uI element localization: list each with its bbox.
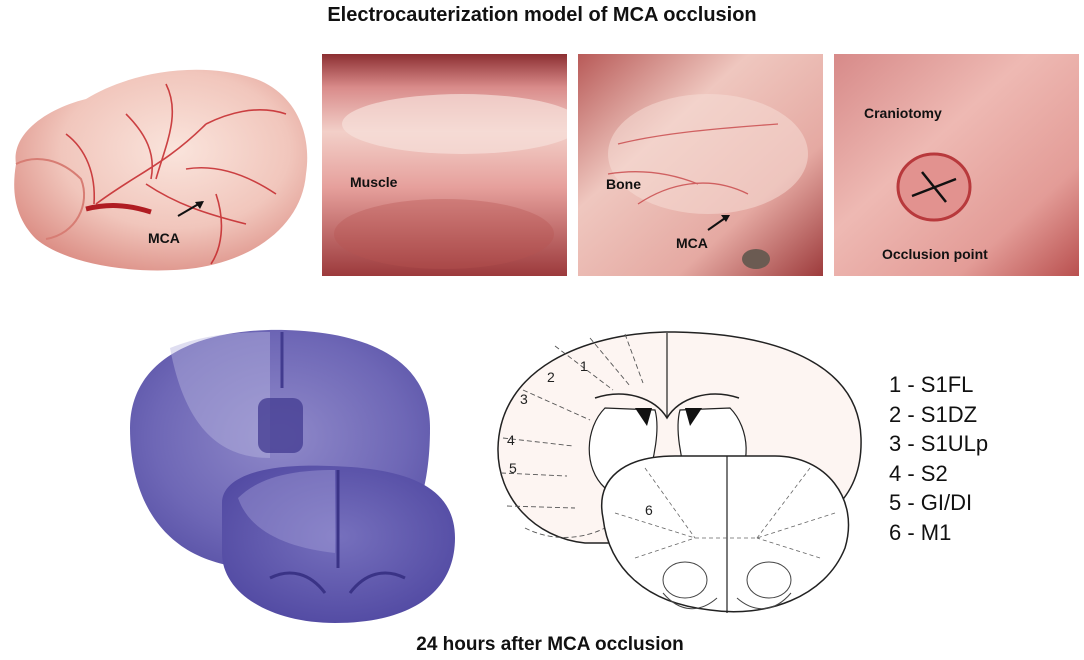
figure-title: Electrocauterization model of MCA occlus… bbox=[327, 4, 757, 26]
atlas-region-4: 4 bbox=[507, 432, 515, 448]
bone-photo: Bone MCA bbox=[578, 54, 823, 276]
bone-label: Bone bbox=[606, 176, 641, 192]
bone-mca-label: MCA bbox=[676, 235, 708, 251]
brain-mca-label: MCA bbox=[148, 230, 180, 246]
legend-item: 2 - S1DZ bbox=[889, 401, 978, 427]
craniotomy-photo: Craniotomy Occlusion point bbox=[834, 54, 1079, 276]
atlas-region-2: 2 bbox=[547, 369, 555, 385]
stained-brain-sections bbox=[110, 318, 465, 633]
legend-item: 3 - S1ULp bbox=[889, 431, 989, 456]
atlas-region-3: 3 bbox=[520, 391, 528, 407]
atlas-region-1: 1 bbox=[580, 358, 588, 374]
region-legend: 1 - S1FL 2 - S1DZ 3 - S1ULp 4 - S2 5 - G… bbox=[889, 370, 988, 547]
atlas-region-6: 6 bbox=[645, 502, 653, 518]
muscle-label: Muscle bbox=[350, 174, 398, 190]
occlusion-point-label: Occlusion point bbox=[882, 246, 988, 262]
figure-caption: 24 hours after MCA occlusion bbox=[416, 634, 684, 655]
muscle-photo: Muscle bbox=[322, 54, 567, 276]
atlas-region-5: 5 bbox=[509, 460, 517, 476]
craniotomy-label: Craniotomy bbox=[864, 105, 942, 121]
legend-item: 4 - S2 bbox=[889, 460, 948, 486]
legend-item: 5 - GI/DI bbox=[889, 490, 973, 515]
brain-photo: MCA bbox=[6, 54, 312, 276]
legend-item: 1 - S1FL bbox=[889, 372, 974, 397]
brain-atlas-diagram: 1 2 3 4 5 6 bbox=[495, 328, 875, 630]
legend-item: 6 - M1 bbox=[889, 519, 952, 545]
